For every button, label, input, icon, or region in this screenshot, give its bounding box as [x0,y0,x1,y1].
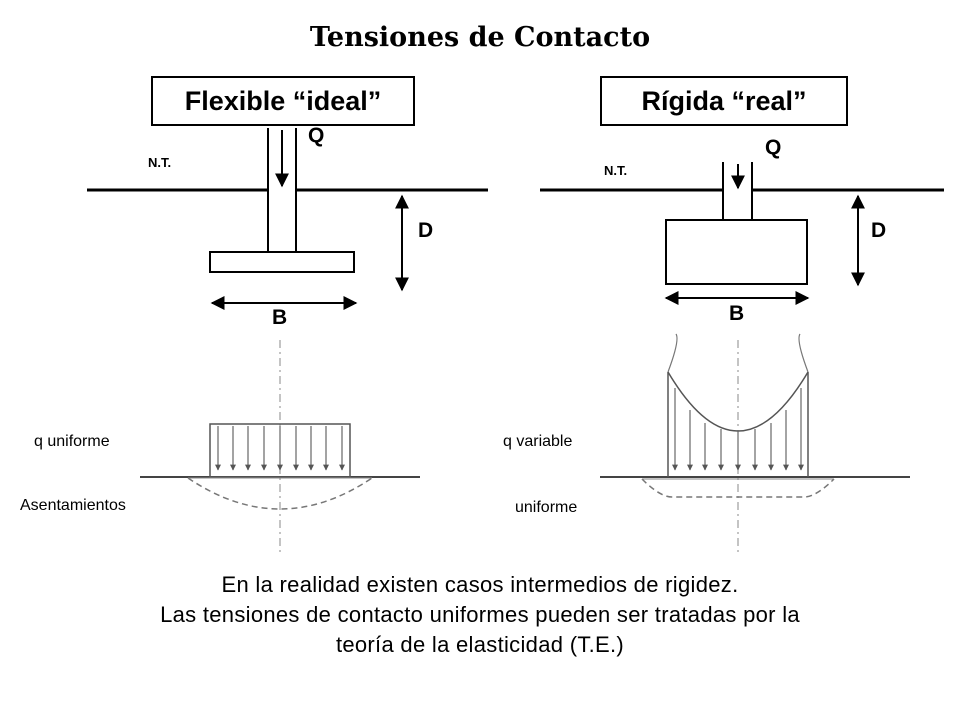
uniform-stress-label: q uniforme [34,433,110,450]
width-label-left: B [272,306,288,329]
caption-line-1: En la realidad existen casos intermedios… [221,572,739,597]
rigid-footing-sketch [540,162,944,305]
stress-peaks [667,333,809,373]
caption: En la realidad existen casos intermedios… [0,570,960,660]
flexible-footing-slab [209,251,355,273]
load-label-left: Q [308,124,325,147]
settlement-curve-left [187,477,373,510]
settlement-label-left: Asentamientos [20,497,126,514]
variable-stress-label: q variable [503,433,573,450]
variable-stress-diagram [600,333,910,552]
uniform-stress-arrows [215,426,345,471]
load-label-right: Q [765,136,782,159]
depth-label-left: D [418,219,434,242]
depth-label-right: D [871,219,887,242]
rigid-footing-block [665,219,808,285]
settlement-label-right: uniforme [515,499,578,516]
caption-line-2: Las tensiones de contacto uniformes pued… [160,602,800,627]
settlement-curve-right [641,478,835,498]
uniform-stress-block [209,423,351,478]
page-title: Tensiones de Contacto [309,22,651,53]
variable-stress-arrows [672,388,804,471]
flexible-title-box: Flexible “ideal” [151,76,415,126]
ground-label-left: N.T. [148,155,172,170]
caption-line-3: teoría de la elasticidad (T.E.) [335,632,625,657]
uniform-stress-diagram [140,340,420,552]
rigid-title-box: Rígida “real” [600,76,848,126]
width-label-right: B [729,302,745,325]
ground-label-right: N.T. [604,163,628,178]
flexible-footing-sketch [87,128,488,310]
